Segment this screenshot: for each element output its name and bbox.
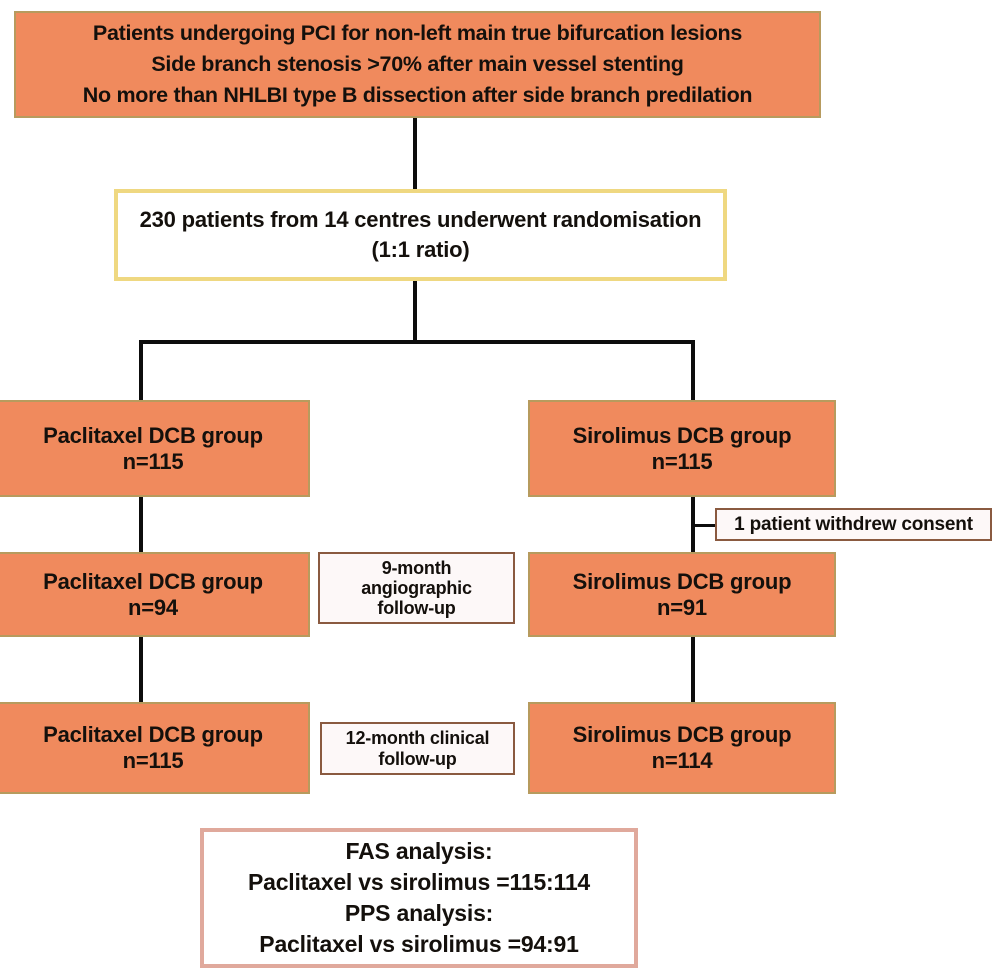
angio-followup-line-1: 9-month [381, 557, 452, 578]
withdrew-consent-label: 1 patient withdrew consent [734, 513, 973, 535]
sirolimus-clinical-label: Sirolimus DCB group [572, 722, 792, 748]
eligibility-line-1: Patients undergoing PCI for non-left mai… [92, 20, 743, 45]
paclitaxel-randomised-box: Paclitaxel DCB group n=115 [0, 400, 310, 497]
connector-paclitaxel-row2-to-row3 [139, 637, 143, 703]
clinical-followup-box: 12-month clinical follow-up [320, 722, 515, 775]
paclitaxel-clinical-box: Paclitaxel DCB group n=115 [0, 702, 310, 794]
analysis-pps-title: PPS analysis: [344, 900, 494, 926]
sirolimus-randomised-count: n=115 [651, 448, 713, 474]
clinical-followup-line-1: 12-month clinical [345, 728, 490, 749]
paclitaxel-angio-box: Paclitaxel DCB group n=94 [0, 552, 310, 637]
eligibility-criteria-box: Patients undergoing PCI for non-left mai… [14, 11, 821, 118]
randomisation-box: 230 patients from 14 centres underwent r… [114, 189, 727, 281]
angiographic-followup-box: 9-month angiographic follow-up [318, 552, 515, 624]
paclitaxel-randomised-count: n=115 [122, 448, 184, 474]
analysis-pps-value: Paclitaxel vs sirolimus =94:91 [259, 931, 579, 958]
sirolimus-angio-label: Sirolimus DCB group [572, 568, 792, 594]
sirolimus-randomised-label: Sirolimus DCB group [572, 422, 792, 448]
sirolimus-angio-box: Sirolimus DCB group n=91 [528, 552, 836, 637]
connector-paclitaxel-row1-to-row2 [139, 497, 143, 553]
sirolimus-clinical-count: n=114 [651, 748, 713, 773]
connector-to-paclitaxel-arm [139, 340, 143, 402]
eligibility-line-3: No more than NHLBI type B dissection aft… [82, 83, 753, 108]
connector-randomisation-stem [413, 281, 417, 343]
randomisation-line-2: (1:1 ratio) [371, 237, 470, 262]
connector-eligibility-to-randomisation [413, 118, 417, 190]
sirolimus-clinical-box: Sirolimus DCB group n=114 [528, 702, 836, 794]
connector-to-sirolimus-arm [691, 340, 695, 402]
analysis-summary-box: FAS analysis: Paclitaxel vs sirolimus =1… [200, 828, 638, 968]
eligibility-line-2: Side branch stenosis >70% after main ves… [151, 51, 684, 76]
paclitaxel-angio-count: n=94 [128, 594, 178, 620]
randomisation-line-1: 230 patients from 14 centres underwent r… [139, 207, 702, 233]
sirolimus-angio-count: n=91 [657, 594, 707, 620]
connector-randomisation-crossbar [139, 340, 695, 344]
analysis-fas-title: FAS analysis: [345, 837, 493, 864]
connector-sirolimus-to-withdrawal [693, 524, 717, 527]
sirolimus-randomised-box: Sirolimus DCB group n=115 [528, 400, 836, 497]
paclitaxel-clinical-count: n=115 [122, 748, 184, 773]
paclitaxel-randomised-label: Paclitaxel DCB group [43, 422, 263, 448]
paclitaxel-clinical-label: Paclitaxel DCB group [43, 722, 263, 748]
withdrew-consent-box: 1 patient withdrew consent [715, 508, 992, 541]
clinical-followup-line-2: follow-up [378, 748, 457, 769]
paclitaxel-angio-label: Paclitaxel DCB group [43, 568, 263, 594]
angio-followup-line-2: angiographic [361, 577, 472, 598]
angio-followup-line-3: follow-up [377, 598, 456, 619]
analysis-fas-value: Paclitaxel vs sirolimus =115:114 [247, 868, 591, 895]
connector-sirolimus-row2-to-row3 [691, 637, 695, 703]
